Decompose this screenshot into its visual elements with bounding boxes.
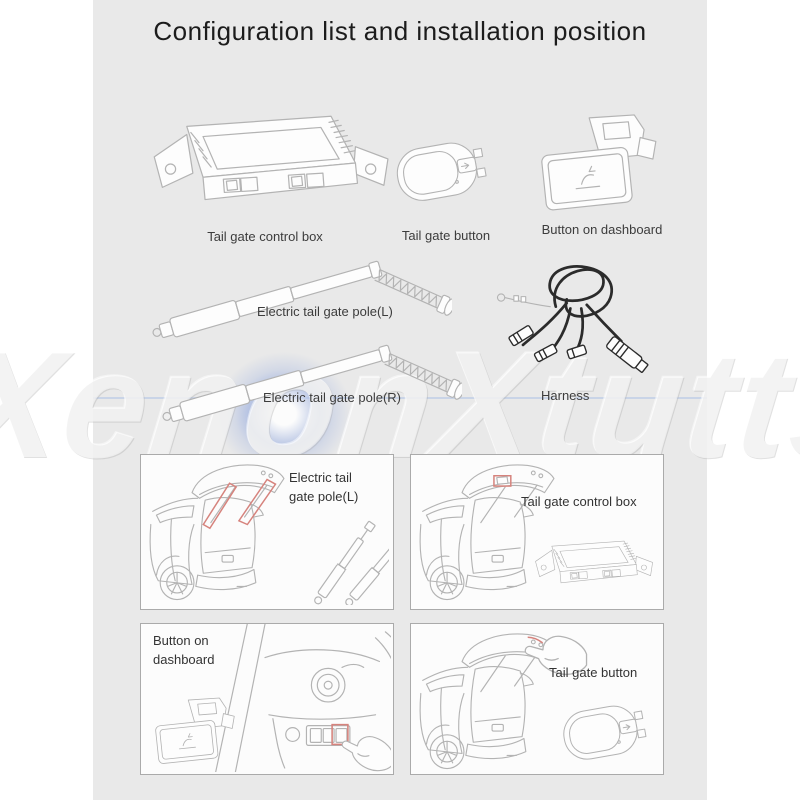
dashboard-button-highlight: [331, 723, 349, 746]
car-rear-illustration: [419, 464, 555, 601]
panel-pole-label: Electric tail gate pole(L): [289, 470, 359, 504]
small-dashboard-button-illustration: [154, 697, 235, 765]
panel-tailgate-button-label: Tail gate button: [549, 665, 638, 680]
dashboard-button-illustration: [540, 114, 657, 212]
watermark-underline: [93, 397, 707, 399]
panel-pole-location: Electric tail gate pole(L): [140, 454, 394, 610]
control-box-label: Tail gate control box: [207, 229, 323, 244]
control-box-highlight: [493, 475, 512, 487]
dashboard-button-figure: Button on dashboard: [532, 112, 672, 237]
car-rear-illustration: [149, 464, 285, 601]
tailgate-button-highlight: [527, 636, 544, 644]
control-box-illustration: [153, 115, 389, 201]
dashboard-scene-illustration: [215, 624, 391, 772]
harness-illustration: [496, 265, 651, 376]
dashboard-button-label: Button on dashboard: [541, 222, 663, 237]
control-box-figure: Tail gate control box: [138, 108, 392, 244]
pole-highlight: [202, 478, 277, 530]
pole-right-label: Electric tail gate pole(R): [263, 390, 401, 405]
panel-dashboard-button-location: Button on dashboard: [140, 623, 394, 775]
car-rear-illustration: [419, 633, 555, 770]
tailgate-button-label: Tail gate button: [401, 228, 491, 243]
pole-right-illustration: [159, 342, 462, 426]
panel-control-box-label: Tail gate control box: [521, 494, 637, 509]
small-control-box-illustration: [535, 540, 653, 584]
tailgate-button-illustration: [392, 137, 489, 205]
page-title: Configuration list and installation posi…: [153, 16, 647, 46]
panel-tailgate-button-location: Tail gate button: [410, 623, 664, 775]
panel-control-box-location: Tail gate control box: [410, 454, 664, 610]
pole-left-label: Electric tail gate pole(L): [257, 304, 393, 319]
panel-dashboard-button-label: Button on dashboard: [153, 633, 215, 667]
harness-label: Harness: [541, 388, 590, 403]
tailgate-button-figure: Tail gate button: [390, 130, 502, 243]
small-tailgate-button-illustration: [559, 700, 649, 764]
small-poles-illustration: [311, 519, 389, 605]
